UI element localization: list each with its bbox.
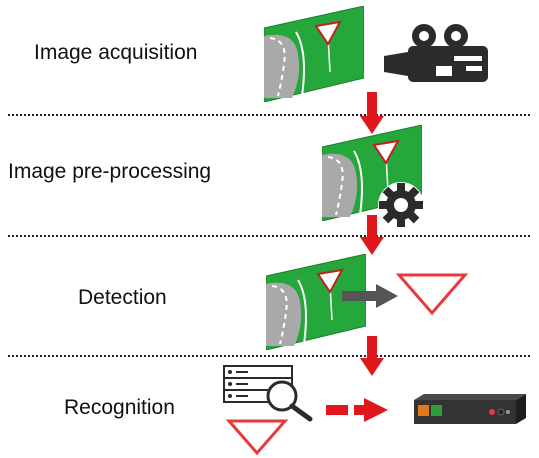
stage-divider-1 [8, 114, 530, 116]
road-scene-image [264, 6, 364, 102]
flow-arrow-3 [360, 336, 384, 376]
stage-label-image-pre-processing: Image pre-processing [8, 160, 212, 183]
road-scene-image-detection [266, 254, 366, 350]
stage-divider-3 [8, 355, 530, 357]
stage-label-image-acquisition: Image acquisition [34, 41, 198, 64]
hardware-device-icon [404, 392, 526, 428]
flow-arrow-2 [360, 215, 384, 255]
yield-sign-icon [396, 272, 468, 316]
flow-arrow-1 [360, 92, 384, 134]
video-camera-icon [382, 22, 492, 84]
gear-icon [376, 180, 426, 230]
recognition-arrow [326, 398, 388, 422]
database-search-icon [222, 364, 314, 422]
stage-divider-2 [8, 235, 530, 237]
stage-label-recognition: Recognition [64, 396, 175, 419]
stage-label-detection: Detection [78, 286, 167, 309]
recognized-yield-sign-icon [226, 418, 288, 456]
detection-arrow [342, 284, 398, 308]
